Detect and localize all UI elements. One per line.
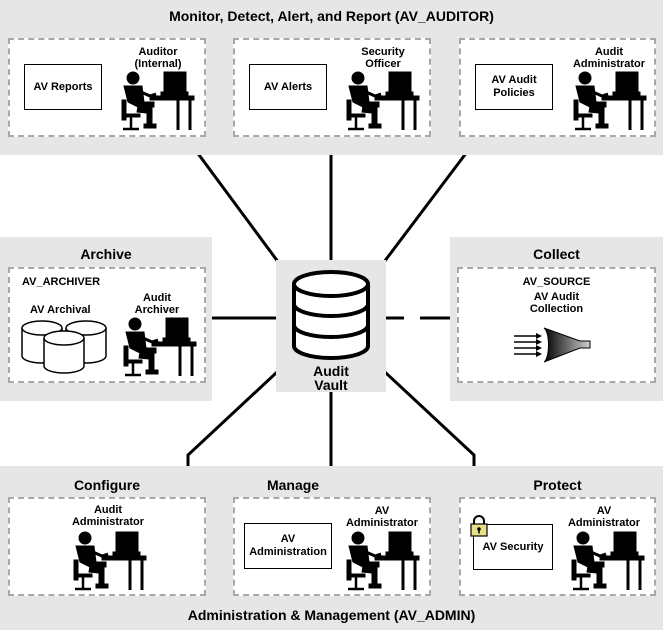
audit-administrator-worker-icon (573, 71, 647, 131)
av-alerts-label: AV Alerts (249, 64, 327, 110)
archive-disks-icon (21, 320, 107, 374)
av-audit-collection-label: AV Audit Collection (529, 291, 584, 315)
av-reports-label: AV Reports (24, 64, 102, 110)
auditor-internal-role: Auditor (Internal) (134, 46, 182, 70)
audit-vault-label: Audit Vault (313, 363, 349, 393)
configure-worker-icon (73, 531, 147, 591)
protect-av-administrator-role: AV Administrator (567, 505, 641, 529)
audit-archiver-role: Audit Archiver (134, 292, 180, 316)
av-archiver-role-name: AV_ARCHIVER (22, 276, 101, 288)
manage-worker-icon (346, 531, 420, 591)
configure-title: Configure (73, 477, 141, 493)
protect-title: Protect (533, 477, 582, 493)
manage-title: Manage (266, 477, 320, 493)
audit-administrator-role: Audit Administrator (572, 46, 646, 70)
collector-funnel-icon (514, 327, 591, 363)
arrow-to-policies (370, 138, 478, 279)
protect-worker-icon (571, 531, 645, 591)
lock-icon (470, 515, 488, 537)
av-archival-label: AV Archival (30, 304, 91, 316)
av-source-role-name: AV_SOURCE (522, 276, 591, 288)
configure-audit-administrator-role: Audit Administrator (71, 504, 145, 528)
collect-panel-title: Collect (533, 246, 580, 262)
monitor-panel-title: Monitor, Detect, Alert, and Report (AV_A… (169, 8, 494, 24)
archive-panel-title: Archive (80, 246, 132, 262)
collection-card (457, 267, 656, 383)
configure-card (8, 497, 206, 596)
database-icon (292, 270, 370, 360)
security-officer-worker-icon (346, 71, 420, 131)
security-officer-role: Security Officer (361, 46, 405, 70)
admin-panel-title: Administration & Management (AV_ADMIN) (187, 607, 476, 623)
av-administration-label: AV Administration (244, 523, 332, 569)
archiver-worker-icon (123, 317, 197, 377)
manage-av-administrator-role: AV Administrator (345, 505, 419, 529)
av-audit-policies-label: AV Audit Policies (475, 64, 553, 110)
auditor-worker-icon (121, 71, 195, 131)
arrow-to-reports (186, 138, 292, 279)
